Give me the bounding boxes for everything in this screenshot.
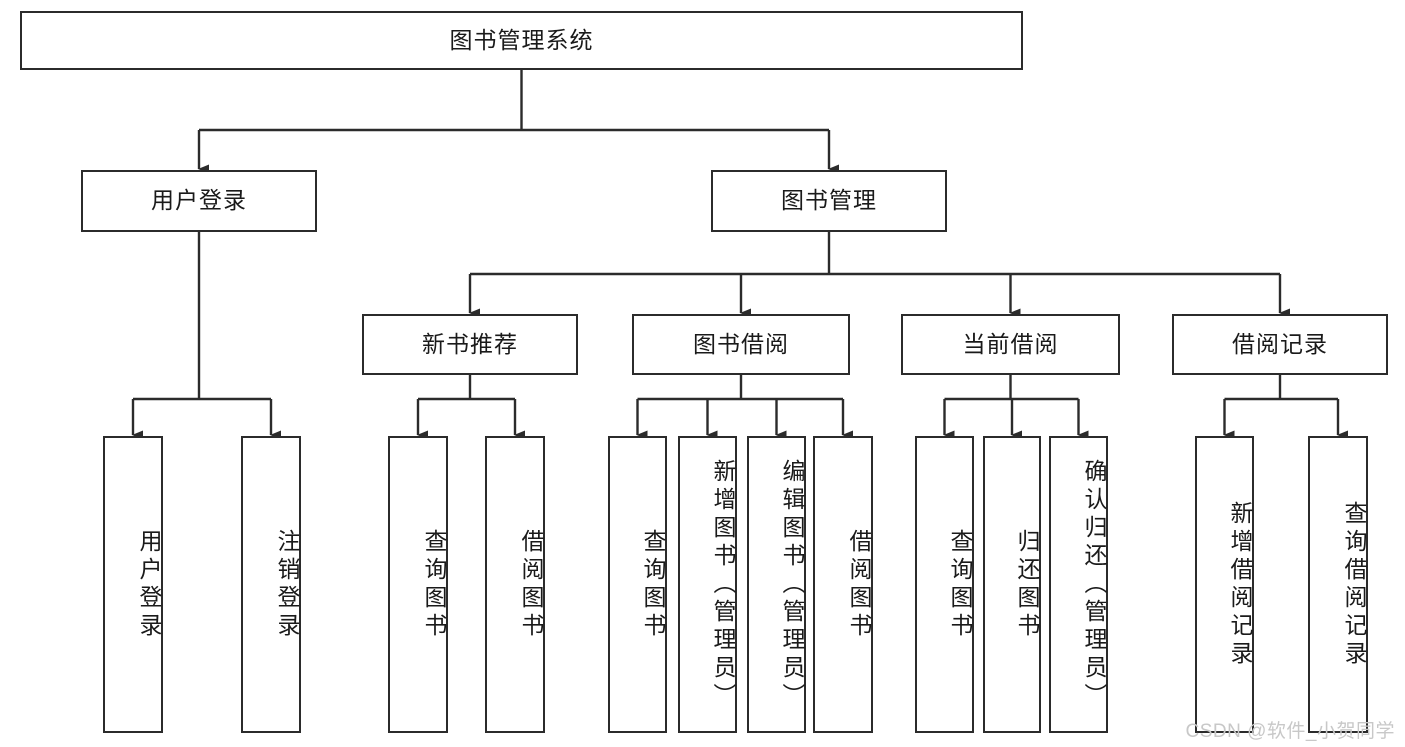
node-label: 查询图书 — [947, 528, 973, 641]
node-l3-0: 新书推荐 — [362, 314, 578, 375]
node-l4-1: 注销登录 — [241, 436, 301, 733]
node-l4-7: 借阅图书 — [813, 436, 873, 733]
node-label: 新书推荐 — [422, 330, 518, 357]
node-label: 借阅图书 — [518, 528, 544, 641]
node-l3-2: 当前借阅 — [901, 314, 1120, 375]
node-l4-6: 编辑图书（管理员） — [747, 436, 806, 733]
node-label: 借阅图书 — [846, 528, 872, 641]
node-l4-8: 查询图书 — [915, 436, 974, 733]
node-label: 当前借阅 — [962, 330, 1059, 357]
node-root: 图书管理系统 — [20, 11, 1023, 70]
node-label: 借阅记录 — [1232, 330, 1328, 357]
node-label: 归还图书 — [1014, 528, 1040, 641]
node-l4-0: 用户登录 — [103, 436, 163, 733]
node-l4-10: 确认归还（管理员） — [1049, 436, 1108, 733]
node-label: 新增借阅记录 — [1227, 500, 1253, 669]
node-l4-5: 新增图书（管理员） — [678, 436, 737, 733]
node-label: 图书管理系统 — [449, 26, 594, 53]
node-l3-1: 图书借阅 — [632, 314, 850, 375]
node-label: 查询图书 — [640, 528, 666, 641]
node-l2-1: 图书管理 — [711, 170, 947, 232]
node-label: 查询借阅记录 — [1341, 500, 1367, 669]
node-label: 图书借阅 — [693, 330, 789, 357]
node-l4-9: 归还图书 — [983, 436, 1041, 733]
node-l4-2: 查询图书 — [388, 436, 448, 733]
node-label: 确认归还（管理员） — [1081, 458, 1107, 711]
node-label: 查询图书 — [421, 528, 447, 641]
node-l4-3: 借阅图书 — [485, 436, 545, 733]
node-l2-0: 用户登录 — [81, 170, 317, 232]
node-label: 新增图书（管理员） — [710, 458, 736, 711]
node-l3-3: 借阅记录 — [1172, 314, 1388, 375]
node-l4-12: 查询借阅记录 — [1308, 436, 1368, 733]
node-label: 图书管理 — [781, 187, 877, 214]
node-label: 注销登录 — [274, 528, 300, 641]
node-label: 用户登录 — [136, 528, 162, 641]
node-label: 编辑图书（管理员） — [779, 458, 805, 711]
csdn-watermark: CSDN @软件_小贺同学 — [1185, 721, 1395, 742]
node-l4-4: 查询图书 — [608, 436, 667, 733]
node-l4-11: 新增借阅记录 — [1195, 436, 1254, 733]
node-label: 用户登录 — [151, 187, 247, 214]
